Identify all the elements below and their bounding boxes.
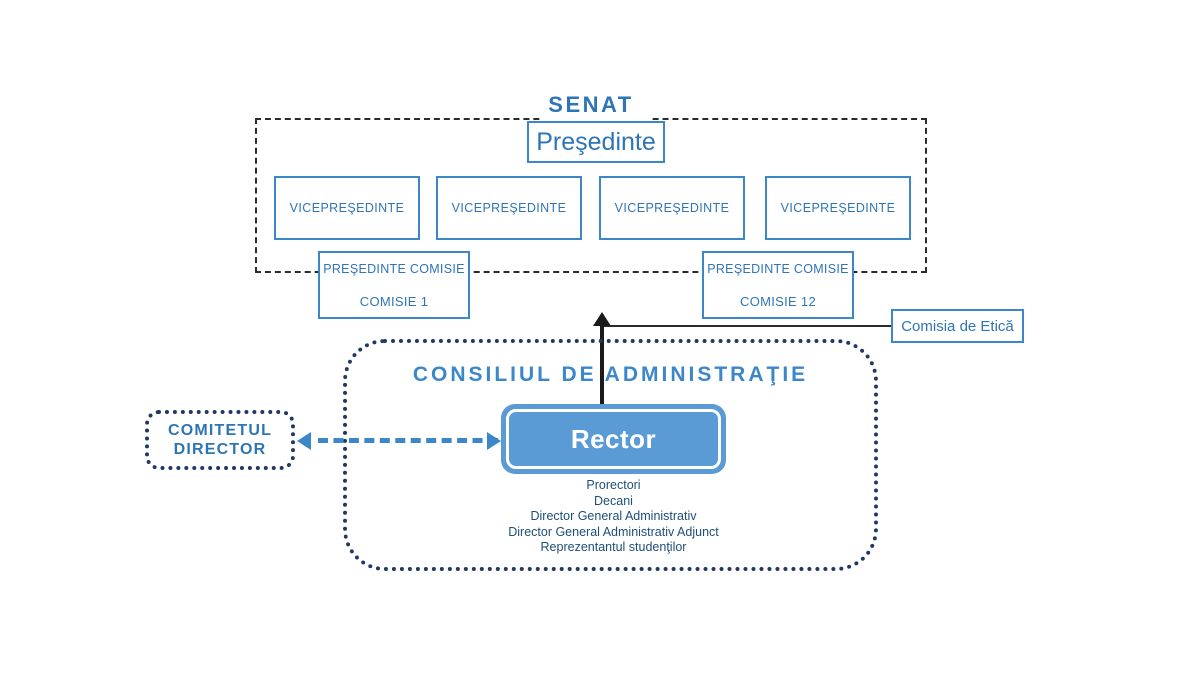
comisie-name-label-12: COMISIE 12: [740, 293, 816, 309]
comisie-chair-label-12: PREŞEDINTE COMISIE: [707, 262, 849, 276]
member-item: Director General Administrativ: [530, 509, 697, 524]
arrow-head-right-icon: [487, 432, 501, 450]
senat-title: SENAT: [255, 92, 927, 118]
rector-box[interactable]: Rector: [501, 404, 726, 474]
vicepresedinte-box-1[interactable]: VICEPREŞEDINTE: [274, 176, 420, 240]
comitetul-director-box[interactable]: COMITETUL DIRECTOR: [145, 410, 295, 470]
consiliu-administratie-title: CONSILIUL DE ADMINISTRAŢIE: [412, 363, 809, 386]
consiliu-administratie-container: [343, 339, 878, 571]
comitetul-director-line-1: COMITETUL: [167, 422, 273, 439]
comisie-stack-12[interactable]: PREŞEDINTE COMISIE COMISIE 12: [702, 251, 854, 319]
etica-connector-line: [603, 325, 892, 327]
presedinte-box[interactable]: Preşedinte: [527, 121, 665, 163]
vicepresedinte-box-3[interactable]: VICEPREŞEDINTE: [599, 176, 745, 240]
consiliu-members-list: Prorectori Decani Director General Admin…: [430, 478, 797, 556]
comisia-de-etica-box[interactable]: Comisia de Etică: [891, 309, 1024, 343]
comitetul-director-line-2: DIRECTOR: [173, 441, 267, 458]
comisie-stack-1[interactable]: PREŞEDINTE COMISIE COMISIE 1: [318, 251, 470, 319]
comisie-name-label-1: COMISIE 1: [359, 293, 429, 309]
comisie-chair-label-1: PREŞEDINTE COMISIE: [323, 262, 465, 276]
arrow-head-left-icon: [297, 432, 311, 450]
vicepresedinte-box-2[interactable]: VICEPREŞEDINTE: [436, 176, 582, 240]
member-item: Prorectori: [586, 478, 641, 492]
senat-consiliu-arrow-shaft: [600, 322, 604, 410]
vicepresedinte-box-4[interactable]: VICEPREŞEDINTE: [765, 176, 911, 240]
arrow-head-up-icon: [593, 312, 611, 326]
member-item: Decani: [594, 493, 633, 508]
rector-label: Rector: [506, 409, 721, 469]
member-item: Reprezentantul studenţilor: [540, 540, 687, 555]
member-item: Director General Administrativ Adjunct: [508, 524, 719, 539]
comitet-rector-dashed-line: [318, 438, 498, 443]
